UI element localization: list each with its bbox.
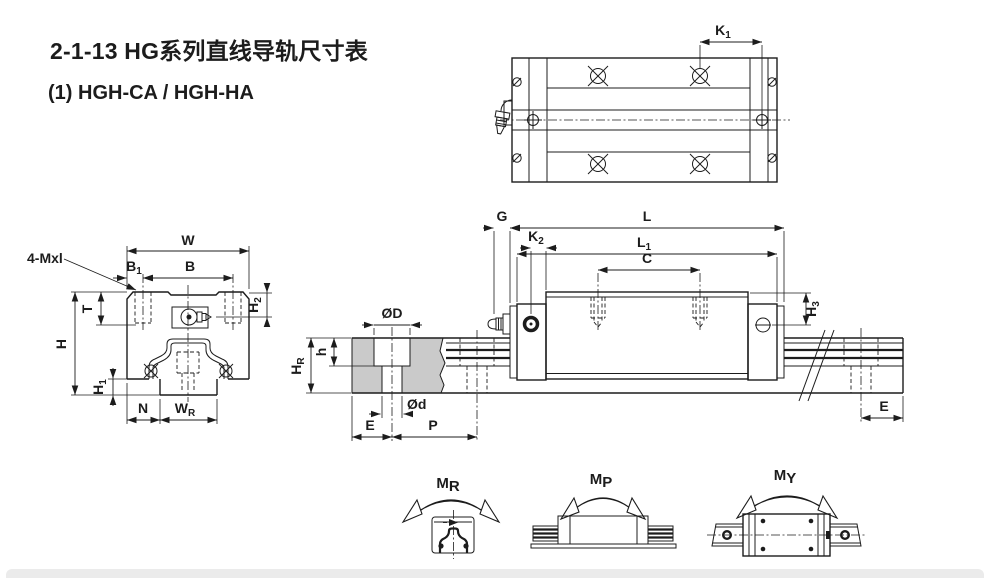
page-title: 2-1-13 HG系列直线导轨尺寸表 xyxy=(50,38,368,64)
mounting-hole xyxy=(587,153,609,175)
dim-label-h-depth: h xyxy=(313,348,329,357)
moment-arrow xyxy=(569,497,637,514)
dim-dia-d: Ød xyxy=(369,396,426,418)
moment-arrow xyxy=(412,499,490,517)
top-view-drawing: K1 xyxy=(494,22,790,183)
hidden-bolt-hole xyxy=(459,330,495,441)
mounting-hole xyxy=(587,65,609,87)
dim-p: P xyxy=(392,417,477,441)
tapped-hole xyxy=(692,273,708,331)
dim-label-dia-d: Ød xyxy=(407,396,426,412)
dim-label-h1: H1 xyxy=(90,379,109,395)
dim-h1: H1 xyxy=(90,368,127,406)
tapped-hole xyxy=(134,274,152,330)
end-seal-screw xyxy=(512,77,522,87)
retainer-screw xyxy=(218,363,234,379)
mini-top-view xyxy=(707,513,866,557)
screw-callout-label: 4-Mxl xyxy=(27,250,63,266)
dim-label-g: G xyxy=(497,208,508,224)
dim-l: L xyxy=(510,208,785,302)
dim-c: C xyxy=(598,250,700,274)
dim-w: W xyxy=(126,232,250,289)
dim-label-h: H xyxy=(53,339,69,349)
moment-mp: MP xyxy=(530,471,677,549)
end-seal-screw xyxy=(767,153,777,163)
moment-arrow xyxy=(745,495,829,513)
dim-label-n: N xyxy=(138,400,148,416)
page-subtitle: (1) HGH-CA / HGH-HA xyxy=(48,82,254,104)
dim-h2: H2 xyxy=(216,283,272,327)
dim-b: B xyxy=(143,258,233,282)
dim-label-l1: L1 xyxy=(637,234,652,253)
dim-wr: WR xyxy=(160,399,218,424)
moment-label-my: MY xyxy=(774,467,797,487)
dim-hr: HR xyxy=(288,337,351,394)
side-grease-port xyxy=(753,111,771,129)
cross-section-drawing: W B1 B T H xyxy=(27,232,272,424)
end-seal-screw xyxy=(767,77,777,87)
dim-label-k2: K2 xyxy=(528,228,544,247)
dim-label-h3: H3 xyxy=(803,301,822,317)
hidden-bolt-hole xyxy=(843,328,879,422)
screw-callout: 4-Mxl xyxy=(27,250,137,291)
grease-nipple-icon xyxy=(487,313,511,335)
dim-label-dia-D: ØD xyxy=(382,305,403,321)
dim-dia-D: ØD xyxy=(362,305,422,335)
grease-port xyxy=(755,317,771,333)
dim-label-b1: B1 xyxy=(126,258,142,277)
dim-h-depth: h xyxy=(313,337,381,367)
mini-cross-section xyxy=(431,510,475,559)
dim-label-hr: HR xyxy=(288,357,307,375)
block-side-profile xyxy=(487,273,785,381)
dim-e-right: E xyxy=(861,396,904,422)
dim-label-wr: WR xyxy=(175,400,196,419)
dim-label-k1: K1 xyxy=(715,22,731,41)
mounting-hole xyxy=(689,153,711,175)
dim-h: H xyxy=(53,292,160,396)
rail-grooves xyxy=(446,342,903,367)
dim-t: T xyxy=(71,291,136,326)
dim-k1: K1 xyxy=(699,22,763,112)
dim-k2: K2 xyxy=(520,228,557,314)
dim-label-l: L xyxy=(643,208,652,224)
dim-label-e-right: E xyxy=(879,398,888,414)
dim-g: G xyxy=(483,208,521,314)
tapped-hole xyxy=(224,274,242,330)
moment-my: MY xyxy=(707,467,866,557)
side-view-drawing: G L K2 L1 C xyxy=(288,208,904,441)
side-grease-port xyxy=(524,111,542,129)
dim-n: N xyxy=(126,383,161,424)
dim-label-p: P xyxy=(428,417,437,433)
moment-mr: MR xyxy=(401,475,501,559)
dim-label-b: B xyxy=(185,258,195,274)
dim-b1: B1 xyxy=(113,258,157,282)
dim-label-e-left: E xyxy=(365,417,374,433)
dim-label-c: C xyxy=(642,250,652,266)
dim-e-left: E xyxy=(351,396,392,441)
moment-label-mr: MR xyxy=(436,475,460,495)
dim-label-h2: H2 xyxy=(245,297,264,313)
end-seal-screw xyxy=(512,153,522,163)
tapped-hole xyxy=(590,273,606,331)
mini-side-view xyxy=(530,515,677,549)
moment-label-mp: MP xyxy=(590,471,613,491)
mounting-hole xyxy=(689,65,711,87)
dim-label-w: W xyxy=(181,232,195,248)
grease-port xyxy=(522,315,540,333)
retainer-screw xyxy=(143,363,159,379)
grease-nipple-icon xyxy=(171,306,212,329)
dim-h3: H3 xyxy=(750,292,822,326)
grease-nipple-icon xyxy=(494,99,513,135)
next-section-edge xyxy=(6,569,984,578)
dim-label-t: T xyxy=(79,304,95,313)
dim-l1: L1 xyxy=(516,234,778,302)
